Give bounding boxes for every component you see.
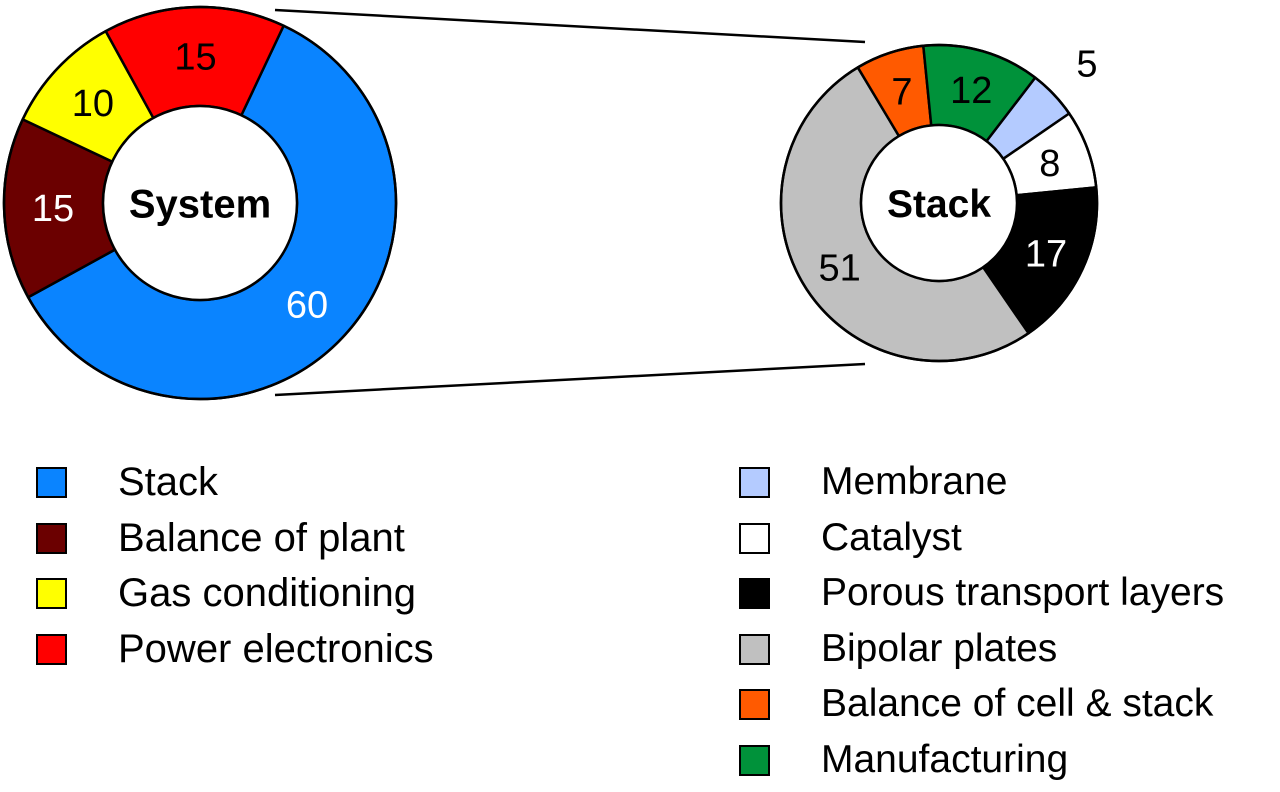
connector-line-top <box>274 8 866 44</box>
donut-hole <box>859 123 1019 283</box>
legend-swatch <box>36 578 67 610</box>
data-label-stack: 60 <box>286 284 328 326</box>
legend-swatch <box>739 744 770 776</box>
legend-label: Manufacturing <box>821 737 1069 781</box>
donut-hole <box>101 104 299 302</box>
explode-connector-lines <box>274 8 866 397</box>
legend-swatch <box>739 689 770 721</box>
data-label-catalyst: 8 <box>1039 143 1060 185</box>
legend-swatch <box>36 633 67 665</box>
data-label-gas-conditioning: 10 <box>72 83 114 125</box>
connector-line-bottom <box>274 362 866 397</box>
legend-swatch <box>739 467 770 498</box>
legend-label: Balance of plant <box>118 515 405 560</box>
legend-label: Gas conditioning <box>118 571 416 616</box>
donut-outer-ring <box>779 43 1099 363</box>
legend-label: Balance of cell & stack <box>821 682 1214 726</box>
legend-label: Stack <box>118 460 219 504</box>
center-label-system: System <box>129 182 271 226</box>
legend-swatch <box>739 578 770 610</box>
data-label-membrane: 5 <box>1076 43 1097 85</box>
legend-swatch <box>739 633 770 665</box>
legend-label: Bipolar plates <box>821 626 1058 670</box>
data-label-balance-of-plant: 15 <box>32 188 74 230</box>
legend-label: Porous transport layers <box>821 571 1225 615</box>
donut-outer-ring <box>2 5 398 401</box>
legend-swatch <box>739 522 770 554</box>
data-label-porous-transport-layers: 17 <box>1025 233 1067 275</box>
legend-label: Catalyst <box>821 515 962 559</box>
legend-label: Membrane <box>821 460 1008 503</box>
data-label-power-electronics: 15 <box>174 37 216 79</box>
legend-swatch <box>36 467 67 498</box>
data-label-bipolar-plates: 51 <box>819 247 861 289</box>
legend-swatch <box>36 522 67 554</box>
data-label-balance-of-cell-stack: 7 <box>891 72 912 114</box>
legend-label: Power electronics <box>118 626 434 671</box>
center-label-stack: Stack <box>887 183 991 226</box>
data-label-manufacturing: 12 <box>950 70 992 112</box>
